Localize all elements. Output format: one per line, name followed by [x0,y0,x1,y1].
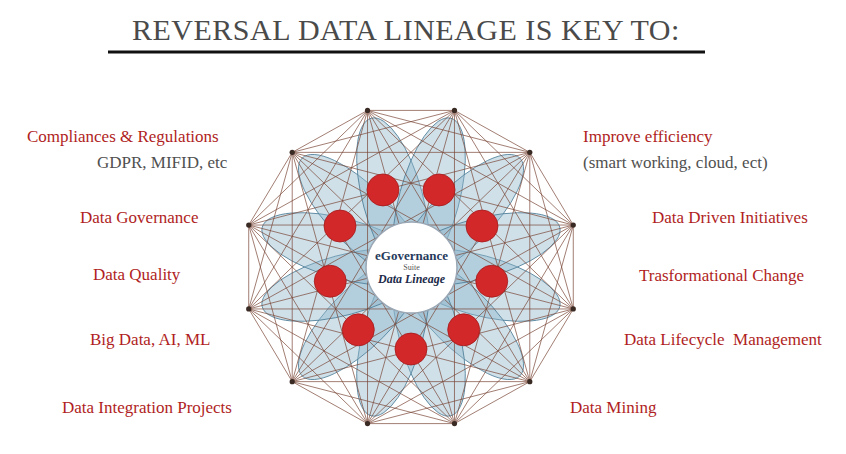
key-topic: Data Quality [93,265,180,285]
red-circle [342,314,374,346]
vertex-dot [290,150,295,155]
mesh-lines [249,110,574,423]
key-topic: Data Governance [80,208,198,228]
mesh-line [292,152,530,153]
mesh-line [454,110,529,152]
mesh-line [368,110,455,111]
red-circle [395,333,427,365]
mesh-line [292,152,293,381]
key-topic: Improve efficiency [583,127,712,147]
key-topic: Big Data, AI, ML [90,330,210,350]
mesh-line [249,152,292,225]
mesh-line [530,309,573,382]
mesh-line [292,152,367,423]
vertex-dot [452,108,457,113]
vertex-dots [246,108,576,426]
vertex-dot [527,379,532,384]
vertex-dot [246,222,251,227]
mesh-line [573,225,574,309]
mesh-line [292,152,530,381]
vertex-dot [571,222,576,227]
key-topic: Data Mining [570,398,656,418]
mesh-line [368,225,574,424]
logo-text: eGovernance [375,249,448,264]
key-topic: Trasformational Change [639,266,804,286]
diagram-title: REVERSAL DATA LINEAGE IS KEY TO: [132,13,680,48]
red-circle [367,174,399,206]
center-circle: eGovernanceSuiteData Lineage [365,221,458,314]
mesh-line [292,309,573,382]
mesh-line [249,309,292,382]
mesh-line [292,382,454,424]
mesh-line [249,225,292,382]
sub-note: (smart working, cloud, ect) [583,153,768,173]
vertex-dot [527,150,532,155]
mesh-line [292,152,530,381]
mesh-line [368,382,530,424]
red-circles [314,174,508,365]
red-circle [314,265,346,297]
mesh-line [249,309,530,382]
mesh-line [292,110,454,152]
mesh-line [530,152,573,225]
red-circle [448,314,480,346]
key-topic: Data Driven Initiatives [652,208,808,228]
mesh-line [292,382,367,424]
red-circle [423,174,455,206]
mesh-line [454,152,529,423]
red-circle [476,265,508,297]
red-circle [324,210,356,242]
sub-note: GDPR, MIFID, etc [97,153,227,173]
title-underline [108,51,705,54]
vertex-dot [365,108,370,113]
mesh-line [248,225,249,309]
vertex-dot [365,421,370,426]
logo-subtext: Suite [403,263,419,272]
mesh-line [292,110,367,152]
node-caption: Data Lineage [378,273,445,287]
vertex-dot [290,379,295,384]
key-topic: Data Lifecycle Management [624,330,822,350]
mesh-line [249,152,292,309]
mesh-line [249,225,455,424]
key-topic: Compliances & Regulations [27,127,219,147]
mesh-line [368,423,455,424]
red-circle [466,210,498,242]
vertex-dot [246,306,251,311]
mesh-line [454,382,529,424]
vertex-dot [571,306,576,311]
circle-shape [366,222,457,313]
key-topic: Data Integration Projects [62,398,232,418]
vertex-dot [452,421,457,426]
